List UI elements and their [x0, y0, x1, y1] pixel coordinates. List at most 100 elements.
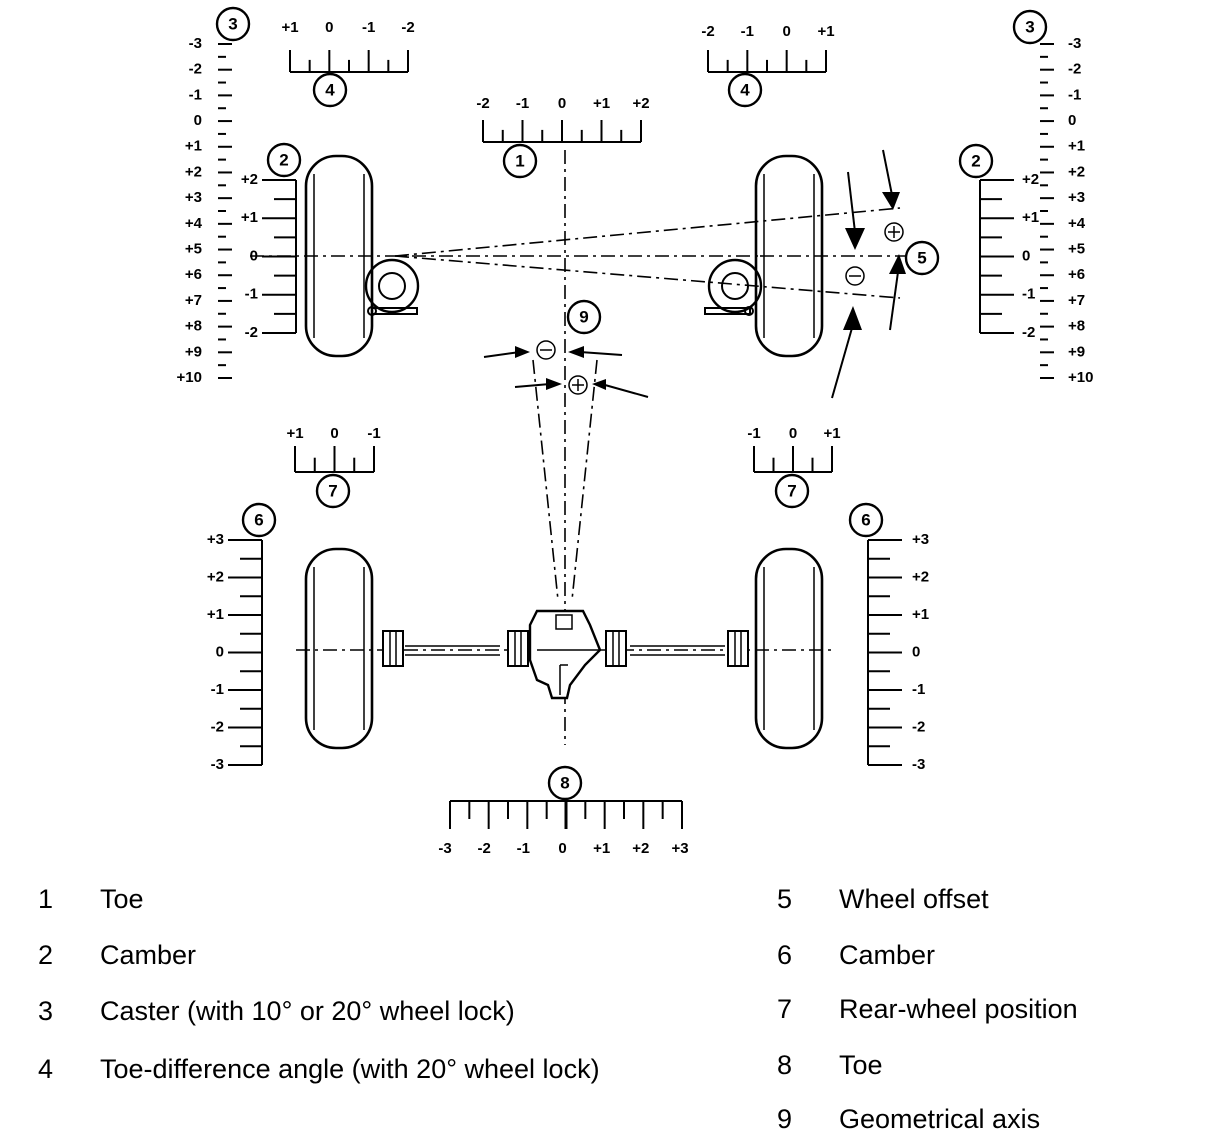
scale-tick-label: +1: [1022, 209, 1039, 226]
legend-number: 8: [777, 1050, 793, 1080]
plus-circle: [884, 222, 904, 242]
arrow-shaft: [831, 327, 853, 399]
scale-tick-label: -1: [1068, 86, 1081, 103]
arrow-left-icon: [592, 379, 606, 390]
callout-number: 7: [328, 481, 337, 500]
callout-number: 3: [1025, 17, 1034, 36]
scale-tick-label: -3: [438, 840, 451, 857]
vehicle-drawing: [250, 149, 906, 750]
hub-inner: [721, 272, 749, 300]
scale-tick-label: +1: [817, 23, 834, 40]
scale-tick-label: 0: [194, 112, 202, 129]
rear-right-tire: [754, 547, 824, 750]
hub-knob: [367, 306, 377, 316]
arrow-shaft: [483, 351, 521, 358]
scale-tick-label: -2: [701, 23, 714, 40]
hub-outer: [707, 258, 763, 314]
minus-circle: [845, 266, 865, 286]
arrow-shaft: [889, 271, 899, 331]
legend-label: Toe-difference angle (with 20° wheel loc…: [100, 1054, 600, 1084]
scale-tick-label: 0: [558, 840, 566, 857]
minus-sign-icon: [845, 266, 865, 286]
scale-tick-label: -1: [211, 681, 224, 698]
rear-position-scale-right: [753, 446, 833, 473]
cv-joint: [605, 630, 627, 667]
scale-tick-label: -3: [1068, 35, 1081, 52]
callout-toe-diff-left: 4: [312, 72, 348, 108]
cv-joint: [507, 630, 529, 667]
toe-diff-scale-left: [289, 50, 409, 73]
legend-label: Toe: [100, 884, 144, 914]
callout-camber-rear-left: 6: [241, 502, 277, 538]
wheel-offset-line-lower: [394, 255, 901, 299]
scale-tick-label: 0: [1022, 247, 1030, 264]
scale-tick-label: +1: [185, 138, 202, 155]
legend-number: 3: [38, 996, 54, 1026]
scale-tick-label: -1: [362, 19, 375, 36]
scale-tick-label: +7: [185, 292, 202, 309]
callout-circle: [502, 143, 538, 179]
callout-rear-position-right: 7: [774, 473, 810, 509]
scale-tick-label: +5: [185, 241, 202, 258]
callout-circle: [566, 299, 602, 335]
legend-label: Camber: [839, 940, 936, 970]
scale-tick-label: +9: [185, 343, 202, 360]
front-right-hub: [704, 258, 763, 316]
callout-camber-front-left: 2: [266, 142, 302, 178]
scale-tick-label: +4: [185, 215, 203, 232]
callout-circle: [727, 72, 763, 108]
callout-number: 4: [740, 80, 750, 99]
scale-tick-label: -1: [912, 681, 925, 698]
arrow-right-icon: [515, 346, 530, 358]
callout-number: 5: [917, 248, 926, 267]
callout-rear-position-left: 7: [315, 473, 351, 509]
callout-circle: [1012, 9, 1048, 45]
differential-housing: [528, 609, 602, 700]
scale-tick-label: 0: [782, 23, 790, 40]
scale-tick-label: 0: [1068, 112, 1076, 129]
scale-tick-label: +3: [1068, 189, 1085, 206]
callout-toe-front: 1: [502, 143, 538, 179]
legend-number: 5: [777, 884, 793, 914]
callout-number: 8: [560, 773, 569, 792]
scale-tick-label: +2: [632, 840, 649, 857]
scale-tick-label: +9: [1068, 343, 1085, 360]
scale-tick-label: +3: [207, 531, 224, 548]
scale-tick-label: +1: [1068, 138, 1085, 155]
callout-wheel-offset: 5: [904, 240, 940, 276]
scale-tick-label: -2: [245, 324, 258, 341]
scales: [218, 43, 1054, 829]
scale-tick-label: +3: [912, 531, 929, 548]
rear-axle: [296, 609, 835, 700]
legend-label: Toe: [839, 1050, 883, 1080]
arrow-right-icon: [546, 378, 562, 390]
arrow-down-icon: [845, 228, 865, 250]
callout-caster-right: 3: [1012, 9, 1048, 45]
scale-tick-label: -2: [476, 95, 489, 112]
toe-scale-front: [482, 120, 642, 143]
arrow-up-icon: [889, 254, 906, 274]
scale-tick-label: -2: [1022, 324, 1035, 341]
hub-knob: [744, 306, 754, 316]
scale-tick-label: -2: [189, 61, 202, 78]
scale-tick-label: -2: [477, 840, 490, 857]
callout-circle: [848, 502, 884, 538]
callout-circle: [266, 142, 302, 178]
differential-flange: [555, 614, 573, 630]
hub-outer: [364, 258, 420, 314]
scale-tick-label: +1: [241, 209, 258, 226]
callout-circle: [958, 143, 994, 179]
tire-outline: [304, 547, 374, 750]
legend-number: 6: [777, 940, 793, 970]
scale-tick-label: +2: [207, 568, 224, 585]
geometrical-axis-indicators: [483, 340, 649, 398]
arrow-shaft: [604, 384, 649, 398]
plus-circle: [568, 375, 588, 395]
scale-tick-label: +1: [823, 425, 840, 442]
scale-tick-label: -3: [912, 756, 925, 773]
scale-tick-label: -1: [741, 23, 754, 40]
callout-number: 4: [325, 80, 335, 99]
scale-tick-label: -2: [401, 19, 414, 36]
